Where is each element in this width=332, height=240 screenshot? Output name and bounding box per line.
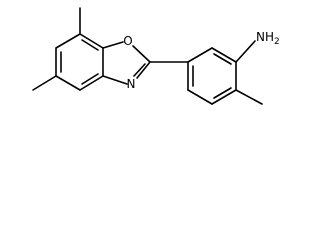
structural-formula: O N NH2 [32, 7, 280, 105]
double-bond-inner [133, 63, 146, 77]
bond [79, 33, 104, 49]
amine-bond [235, 40, 256, 63]
methyl-bond-bottom-left [32, 75, 57, 91]
bond [136, 61, 151, 79]
bond [102, 41, 124, 49]
benzoxazole-benzene-ring [55, 33, 104, 91]
bond [211, 89, 237, 105]
amine-label: NH [256, 30, 274, 44]
double-bond-inner [213, 87, 232, 99]
double-bond-inner [81, 39, 99, 51]
oxazole-ring [102, 41, 151, 85]
oxygen-atom-label: O [123, 34, 132, 48]
double-bond-inner [81, 73, 99, 85]
bond [55, 33, 81, 49]
amine-subscript: 2 [274, 37, 280, 47]
aniline-ring [187, 47, 237, 105]
bond [187, 47, 213, 63]
bond [102, 75, 128, 85]
bond [55, 75, 81, 91]
bond [187, 89, 213, 105]
amine-group-label: NH2 [256, 30, 280, 47]
methyl-bond-right [235, 89, 263, 105]
nitrogen-atom-label: N [127, 77, 136, 91]
bond [132, 45, 151, 63]
bond [79, 75, 104, 91]
double-bond-inner [213, 53, 232, 65]
bond [211, 47, 237, 63]
